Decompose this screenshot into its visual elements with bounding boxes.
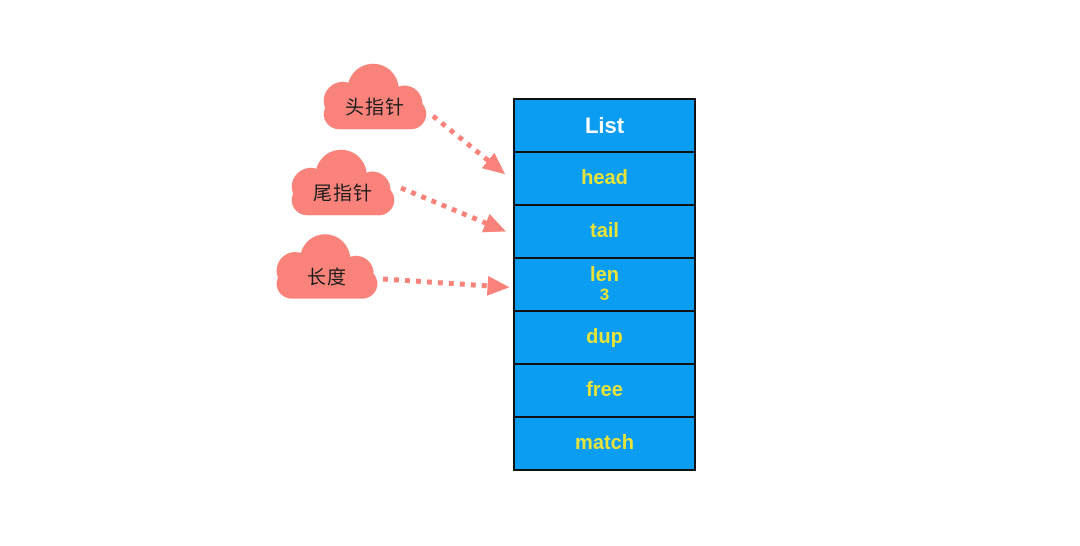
struct-row-head: head — [515, 153, 694, 206]
list-struct-table: List head tail len 3 dup free match — [513, 98, 696, 471]
cloud-head-pointer-label: 头指针 — [344, 97, 406, 119]
struct-row-match: match — [515, 418, 694, 469]
cloud-length-label: 长度 — [306, 267, 348, 289]
cloud-icon — [276, 234, 378, 299]
field-label: dup — [586, 326, 623, 348]
cloud-head-pointer: 头指针 — [318, 62, 432, 130]
struct-title: List — [584, 112, 625, 138]
field-label: head — [581, 167, 628, 189]
cloud-length: 长度 — [271, 232, 383, 300]
struct-row-free: free — [515, 365, 694, 418]
field-label: match — [575, 432, 634, 454]
cloud-tail-pointer-label: 尾指针 — [312, 183, 374, 205]
cloud-tail-pointer: 尾指针 — [286, 148, 400, 216]
arrow-length — [382, 275, 510, 296]
field-value: 3 — [599, 285, 610, 305]
arrow-head-pointer — [431, 114, 506, 175]
struct-title-row: List — [515, 100, 694, 153]
arrow-tail-pointer — [400, 185, 507, 233]
field-label: len — [590, 264, 619, 287]
cloud-icon — [291, 149, 395, 216]
field-label: free — [586, 379, 623, 401]
cloud-icon — [323, 63, 427, 130]
struct-row-len: len 3 — [515, 259, 694, 312]
struct-row-tail: tail — [515, 206, 694, 259]
struct-row-dup: dup — [515, 312, 694, 365]
field-label: tail — [590, 220, 619, 242]
